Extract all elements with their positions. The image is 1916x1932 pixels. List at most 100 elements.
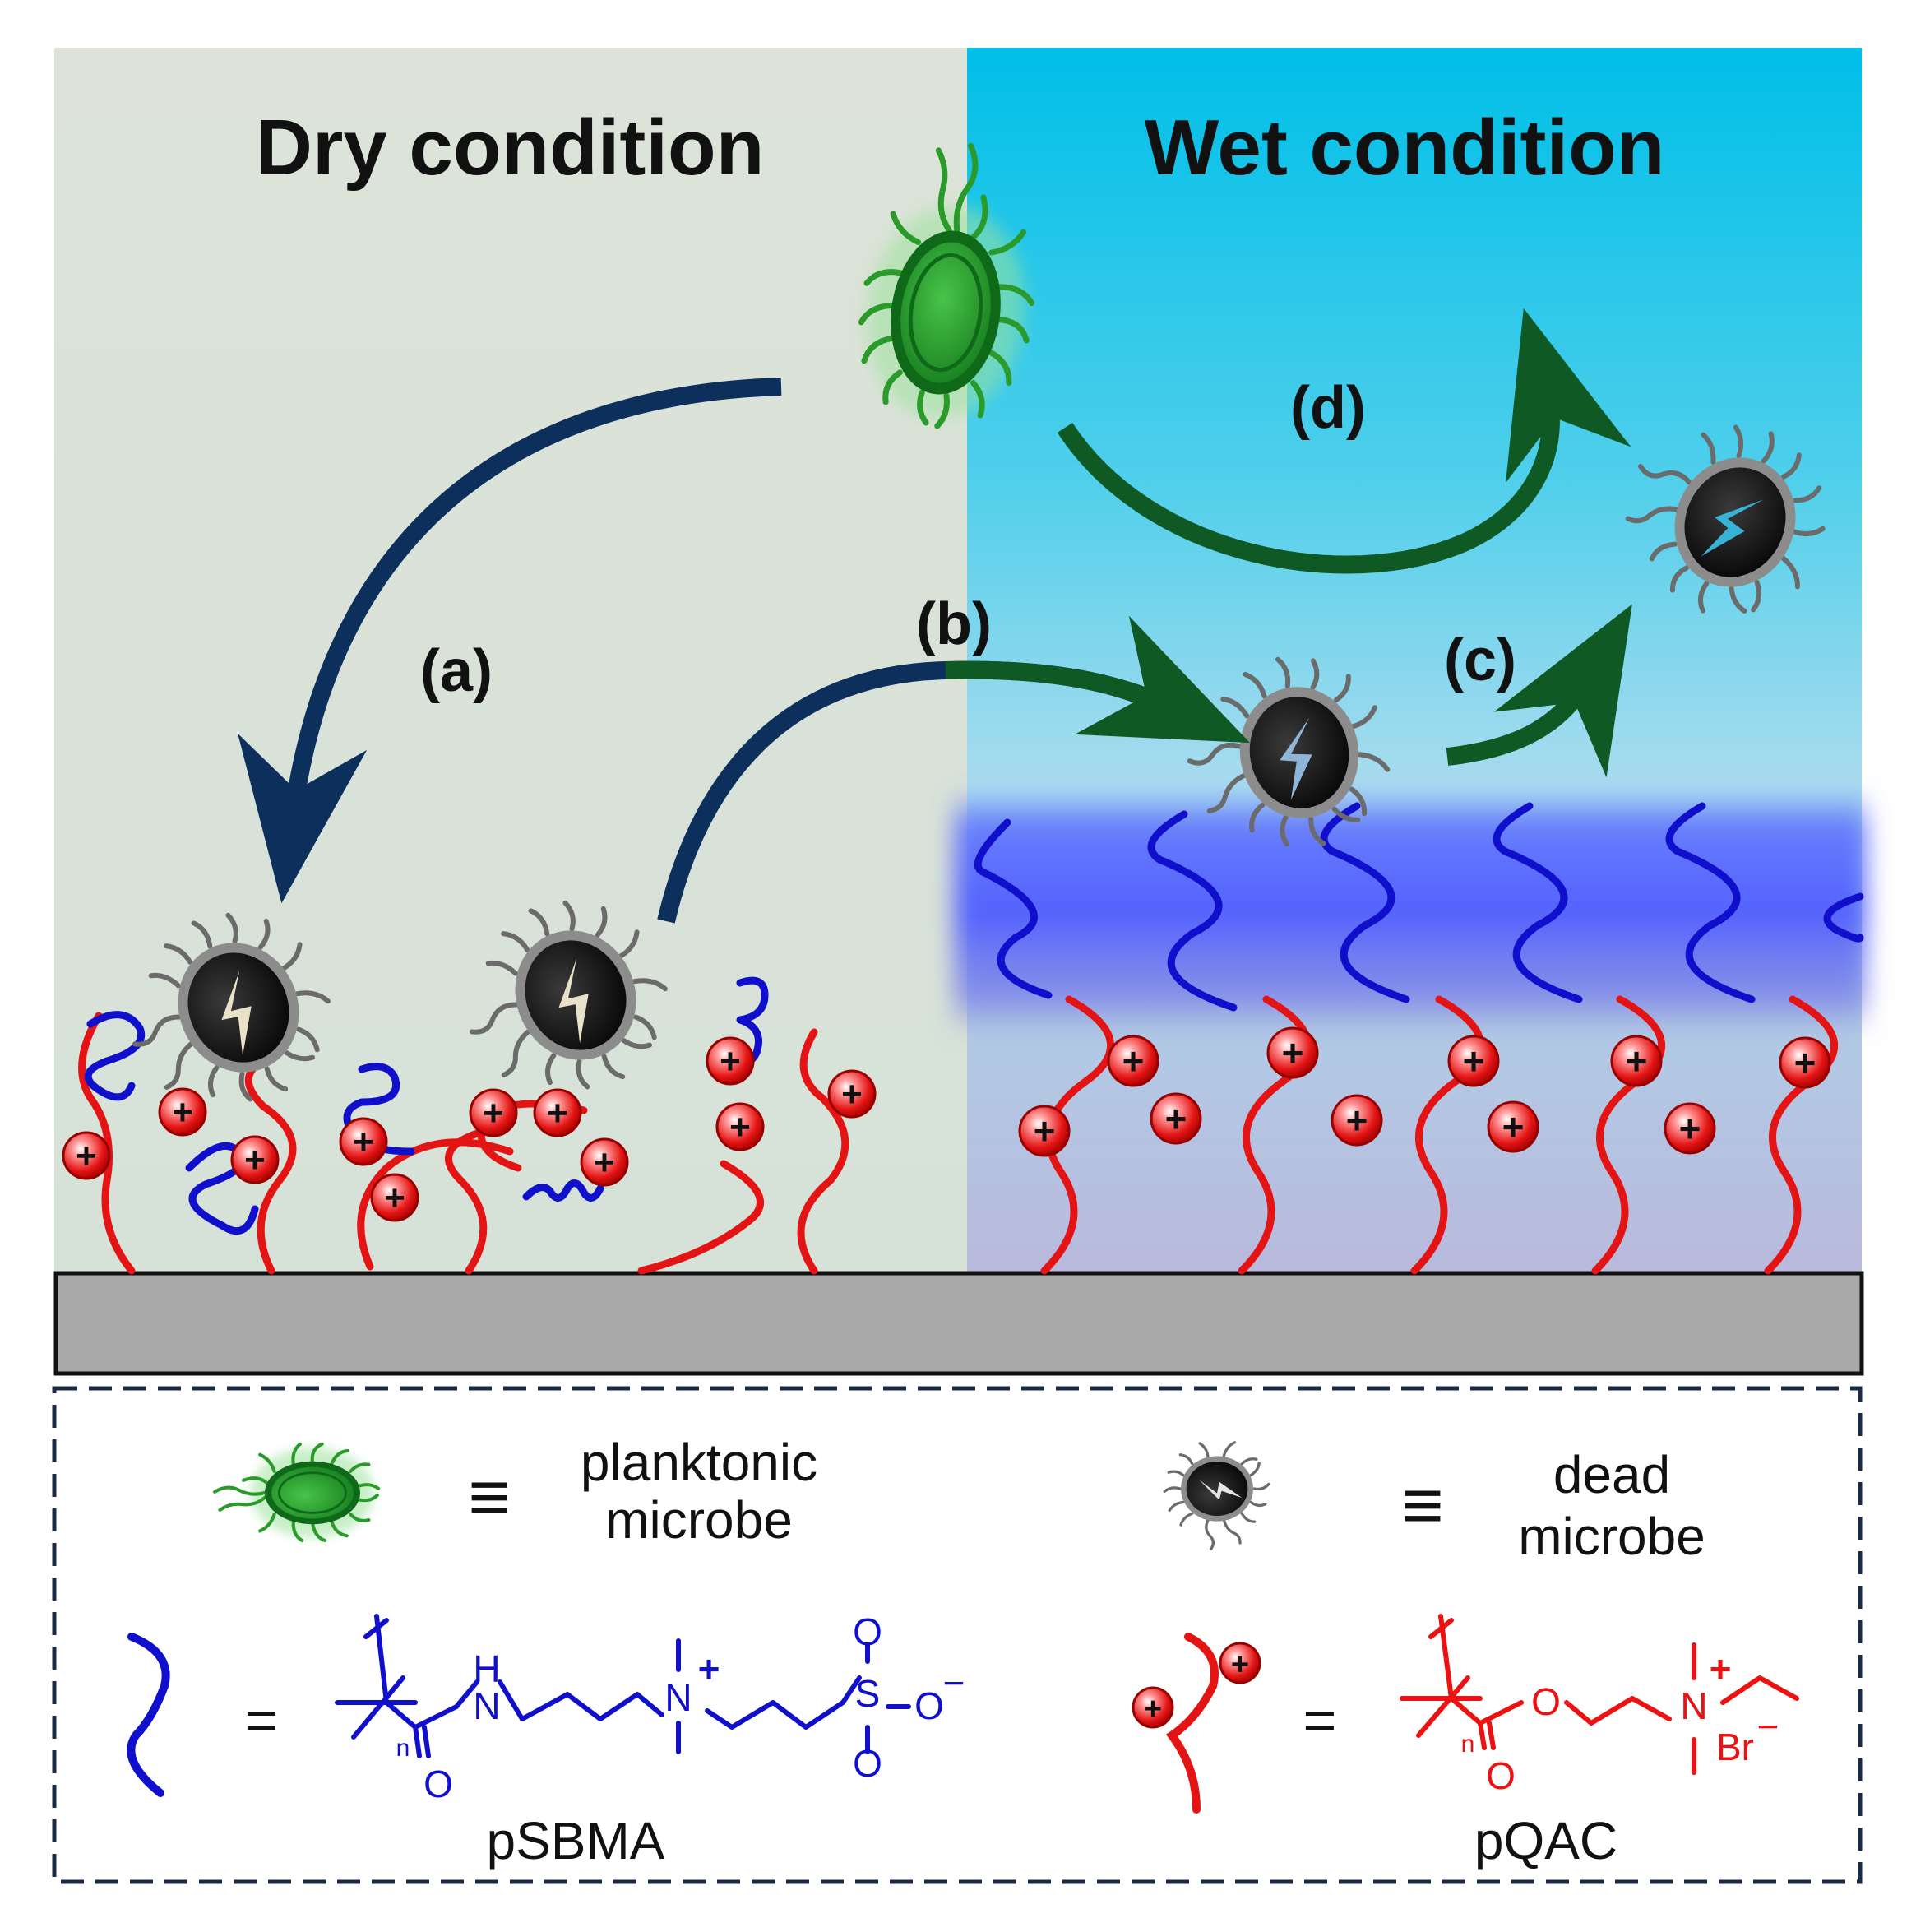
charge-icon: + bbox=[580, 1137, 629, 1187]
charge-icon: + bbox=[62, 1131, 111, 1180]
legend-red-chain bbox=[1165, 1633, 1219, 1814]
svg-text:+: + bbox=[1794, 1041, 1816, 1084]
charge-icon: + bbox=[827, 1069, 877, 1119]
dead-label-line1: dead bbox=[1553, 1445, 1670, 1504]
dry-condition-title: Dry condition bbox=[256, 104, 765, 192]
svg-text:+: + bbox=[841, 1074, 863, 1114]
pqac-atom-N-plus: N bbox=[1680, 1684, 1707, 1727]
charge-icon: + bbox=[469, 1088, 518, 1137]
planktonic-label-line2: microbe bbox=[605, 1490, 793, 1550]
svg-text:+: + bbox=[1502, 1105, 1525, 1148]
svg-text:+: + bbox=[244, 1140, 266, 1180]
pqac-atom-O-carbonyl: O bbox=[1486, 1754, 1516, 1797]
svg-text:+: + bbox=[594, 1142, 615, 1183]
planktonic-label-line1: planktonic bbox=[581, 1433, 817, 1492]
psbma-atom-N-plus: N bbox=[664, 1676, 692, 1719]
equiv-symbol: ≡ bbox=[1401, 1464, 1443, 1545]
psbma-minus: − bbox=[943, 1661, 965, 1704]
dry-charges: + + + + + + + + + + + bbox=[62, 1036, 877, 1222]
charge-icon: + bbox=[1779, 1036, 1831, 1089]
label-a: (a) bbox=[420, 638, 493, 704]
wet-condition-title: Wet condition bbox=[1145, 104, 1665, 192]
psbma-n: n bbox=[396, 1735, 410, 1762]
label-b: (b) bbox=[916, 591, 992, 657]
charge-icon: + bbox=[715, 1102, 765, 1151]
charge-icon: + bbox=[1447, 1035, 1500, 1087]
charge-icon: + bbox=[1018, 1105, 1071, 1157]
arrow-d bbox=[1057, 308, 1631, 574]
pqac-minus: − bbox=[1757, 1705, 1779, 1748]
equals-symbol: = bbox=[245, 1688, 279, 1752]
pqac-n: n bbox=[1461, 1730, 1475, 1758]
pqac-structure bbox=[1400, 1614, 1799, 1775]
svg-text:+: + bbox=[547, 1093, 568, 1133]
psbma-atom-H: H bbox=[473, 1647, 500, 1690]
charge-icon: + bbox=[370, 1173, 419, 1222]
hydration-layer bbox=[954, 790, 1867, 1036]
label-c: (c) bbox=[1444, 628, 1516, 693]
dead-label-line2: microbe bbox=[1518, 1507, 1705, 1566]
charge-icon: + bbox=[706, 1036, 755, 1086]
psbma-atom-O-carbonyl: O bbox=[423, 1763, 453, 1805]
dead-microbe-icon bbox=[1175, 644, 1398, 864]
svg-text:+: + bbox=[1346, 1099, 1368, 1142]
psbma-atom-S: S bbox=[855, 1672, 881, 1715]
wet-panel-background bbox=[967, 48, 1862, 1275]
charge-icon: + bbox=[1266, 1026, 1319, 1079]
charge-icon: + bbox=[1664, 1102, 1716, 1155]
pqac-atom-O-ester: O bbox=[1531, 1680, 1561, 1723]
dead-microbe-icon bbox=[99, 886, 354, 1139]
psbma-plus: + bbox=[698, 1647, 720, 1690]
svg-text:+: + bbox=[1626, 1040, 1648, 1082]
charge-icon: + bbox=[1331, 1094, 1383, 1147]
psbma-atom-N-amide: N bbox=[473, 1684, 500, 1727]
pqac-plus: + bbox=[1710, 1647, 1732, 1690]
label-d: (d) bbox=[1290, 375, 1366, 441]
charge-icon: + bbox=[1150, 1092, 1202, 1145]
pqac-name: pQAC bbox=[1474, 1811, 1617, 1870]
charge-icon: + bbox=[1487, 1100, 1539, 1153]
dead-microbe-icon bbox=[1596, 390, 1851, 643]
charge-icon: + bbox=[339, 1117, 388, 1166]
equiv-symbol: ≡ bbox=[468, 1456, 510, 1537]
svg-text:+: + bbox=[1034, 1110, 1056, 1152]
svg-text:+: + bbox=[1122, 1040, 1145, 1082]
svg-text:+: + bbox=[1165, 1097, 1187, 1140]
pqac-atom-Br: Br bbox=[1716, 1726, 1754, 1768]
arrow-b-green bbox=[945, 615, 1251, 744]
arrow-c bbox=[1446, 604, 1632, 778]
legend-dead-icon bbox=[1163, 1441, 1270, 1550]
charge-icon: + bbox=[1107, 1035, 1159, 1087]
svg-text:+: + bbox=[1144, 1692, 1162, 1726]
svg-text:+: + bbox=[483, 1093, 504, 1133]
equals-symbol: = bbox=[1303, 1688, 1337, 1752]
legend-blue-chain bbox=[127, 1633, 170, 1797]
psbma-structure bbox=[335, 1614, 911, 1758]
svg-text:+: + bbox=[1231, 1647, 1249, 1682]
arrow-a bbox=[238, 378, 782, 904]
svg-text:+: + bbox=[384, 1178, 405, 1218]
svg-text:+: + bbox=[1282, 1031, 1304, 1074]
svg-text:+: + bbox=[720, 1041, 741, 1082]
psbma-name: pSBMA bbox=[487, 1811, 665, 1870]
substrate bbox=[53, 1271, 1864, 1376]
svg-text:+: + bbox=[172, 1092, 193, 1133]
wet-charges: + + + + + + + + + + bbox=[1018, 1026, 1831, 1157]
psbma-atom-O-bottom: O bbox=[853, 1742, 882, 1785]
psbma-atom-O-top: O bbox=[853, 1610, 882, 1653]
charge-icon: + bbox=[533, 1088, 582, 1137]
svg-text:+: + bbox=[76, 1136, 97, 1176]
charge-icon: + bbox=[1610, 1035, 1663, 1087]
dead-microbe-icon bbox=[436, 873, 691, 1127]
svg-text:+: + bbox=[1463, 1040, 1485, 1082]
svg-text:+: + bbox=[1679, 1107, 1701, 1150]
svg-text:+: + bbox=[353, 1122, 374, 1162]
charge-icon: + bbox=[230, 1135, 280, 1184]
psbma-atom-O-minus: O bbox=[914, 1684, 944, 1727]
charge-icon: + bbox=[1132, 1686, 1174, 1729]
svg-text:+: + bbox=[729, 1107, 751, 1147]
charge-icon: + bbox=[158, 1087, 207, 1137]
charge-icon: + bbox=[1219, 1642, 1261, 1684]
